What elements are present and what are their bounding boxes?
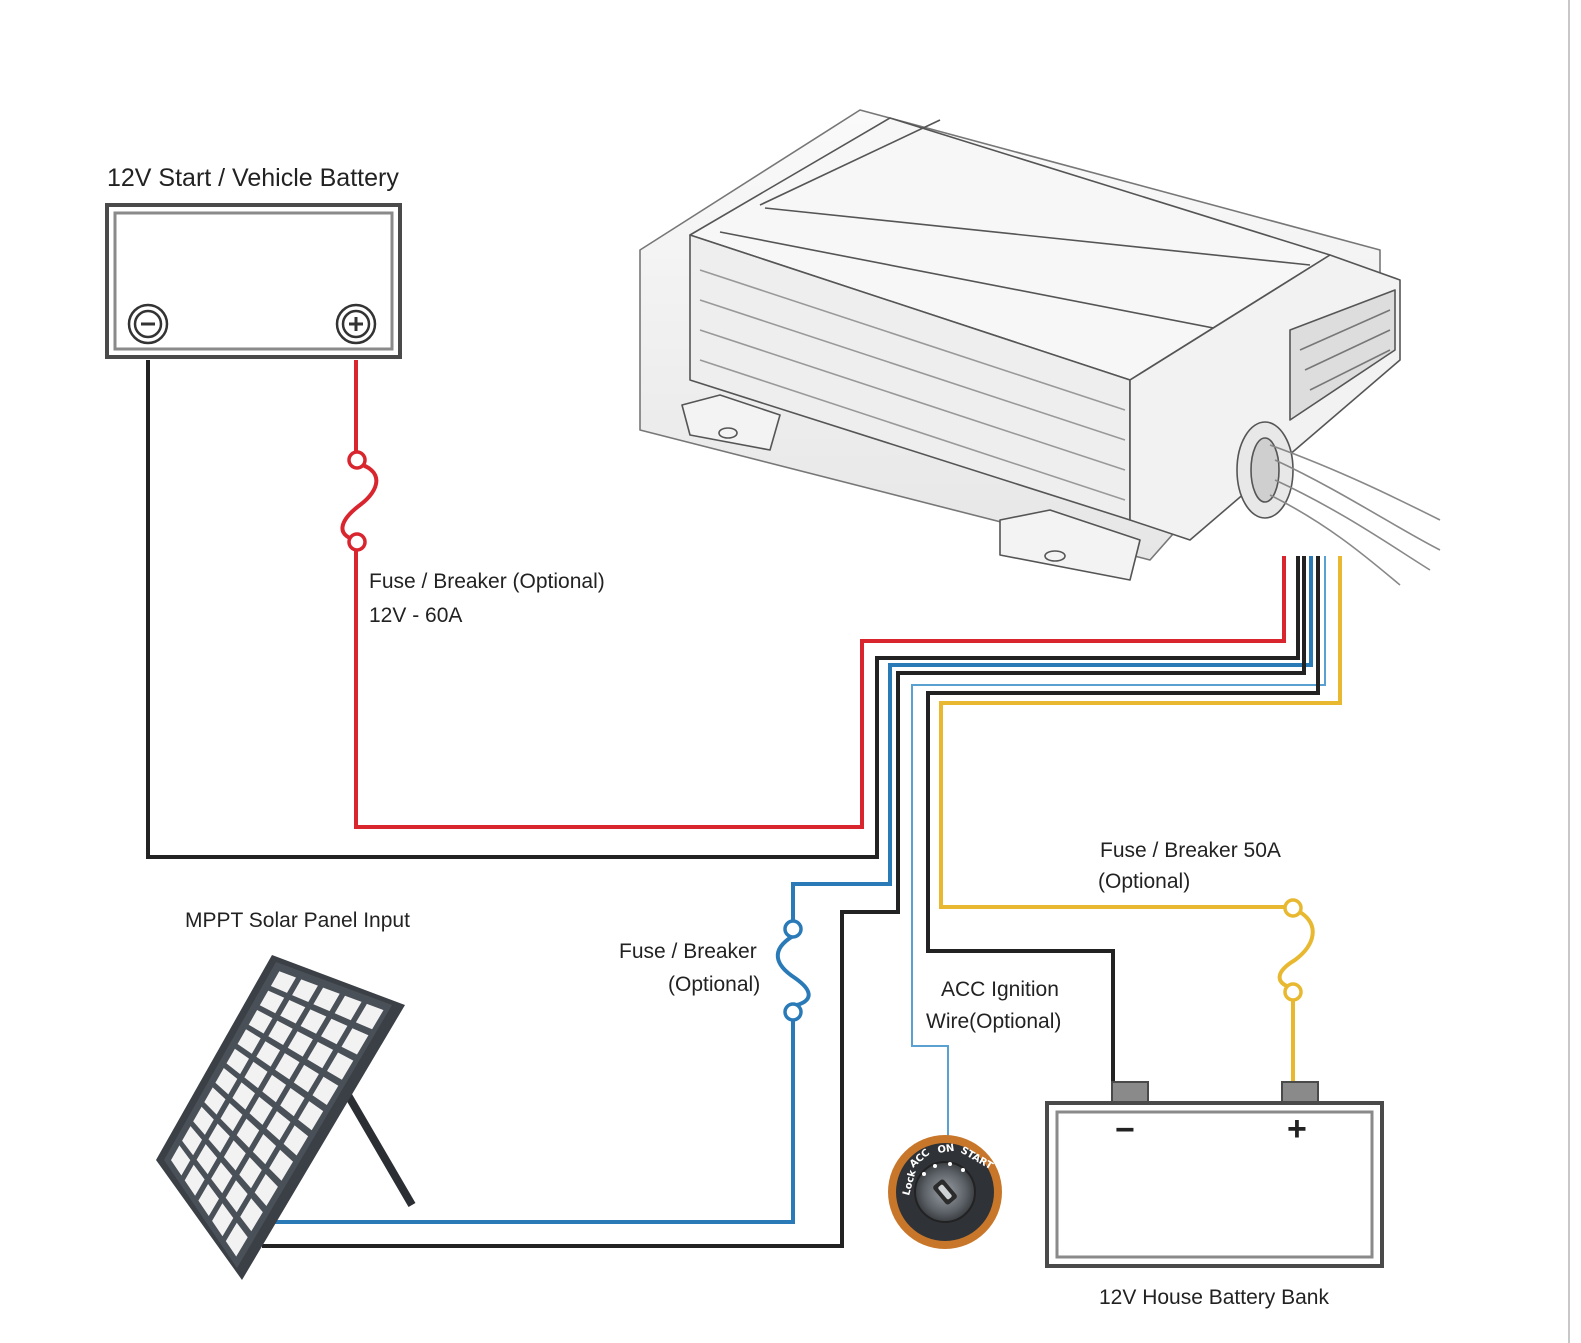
- house-negative-wire: [926, 556, 1320, 1085]
- solar-panel-icon: [156, 955, 416, 1280]
- solar-cell: [249, 1096, 273, 1125]
- solar-cell: [280, 1088, 305, 1117]
- fuse-60a-label-line2: 12V - 60A: [369, 604, 463, 627]
- solar-cell: [198, 1184, 219, 1216]
- solar-cell: [244, 1061, 268, 1089]
- house-negative-symbol: −: [1115, 1111, 1135, 1149]
- acc-ignition-label-line1: ACC Ignition: [941, 978, 1059, 1001]
- solar-cell: [208, 1123, 230, 1153]
- vehicle-battery-icon: [105, 203, 402, 359]
- house-battery-label: 12V House Battery Bank: [1099, 1286, 1329, 1309]
- solar-cell: [256, 1041, 281, 1067]
- solar-cell: [215, 1068, 238, 1095]
- vehicle-positive-terminal-icon: [335, 303, 377, 345]
- vehicle-negative-terminal-icon: [127, 303, 169, 345]
- ignition-switch-icon: Lock ACC ON START: [888, 1135, 1002, 1249]
- solar-cell: [300, 1009, 327, 1034]
- solar-cell: [355, 1003, 384, 1030]
- solar-cell: [223, 1140, 246, 1171]
- solar-cell: [254, 1174, 278, 1206]
- solar-positive-wire: [791, 556, 1313, 921]
- house-positive-symbol: +: [1287, 1110, 1307, 1148]
- solar-cell: [184, 1164, 205, 1196]
- house-fuse-icon: [1277, 910, 1315, 990]
- solar-cell: [270, 971, 296, 993]
- solar-cell: [171, 1145, 191, 1176]
- solar-cell: [269, 1149, 293, 1181]
- solar-cell: [334, 995, 362, 1021]
- solar-cell: [226, 1048, 249, 1075]
- fuse-50a-label-line2: (Optional): [1098, 870, 1191, 893]
- ignition-position-on: ON: [937, 1143, 955, 1156]
- solar-cell: [204, 1087, 226, 1115]
- solar-cell: [268, 1020, 293, 1045]
- solar-cell: [252, 1134, 277, 1165]
- solar-cell: [196, 1144, 218, 1175]
- solar-cell: [312, 1076, 339, 1105]
- solar-cell: [240, 1198, 263, 1232]
- solar-cell: [211, 1162, 233, 1194]
- solar-cell: [237, 1029, 261, 1054]
- dc-dc-charger-illustration: [639, 109, 1441, 586]
- solar-cell: [321, 1018, 348, 1045]
- solar-cell: [220, 1103, 243, 1132]
- solar-cell: [248, 1010, 273, 1034]
- solar-cell: [341, 1028, 369, 1055]
- fuse-solar-label-line2: (Optional): [668, 973, 761, 996]
- solar-cell: [327, 1052, 354, 1080]
- solar-cells: [171, 971, 384, 1257]
- solar-cell: [232, 1082, 255, 1110]
- solar-cell: [225, 1222, 248, 1257]
- solar-cell: [280, 1000, 306, 1024]
- solar-cell: [212, 1203, 234, 1237]
- solar-cell: [307, 1041, 334, 1069]
- house-battery-icon: [1045, 1081, 1384, 1268]
- fuse-50a-label-line1: Fuse / Breaker 50A: [1100, 839, 1281, 862]
- solar-negative-wire: [262, 556, 1306, 1248]
- fuse-solar-label-line1: Fuse / Breaker: [619, 940, 757, 963]
- solar-input-label: MPPT Solar Panel Input: [185, 909, 410, 932]
- solar-cell: [283, 1125, 309, 1156]
- solar-cell: [193, 1106, 214, 1135]
- solar-cell: [262, 1074, 287, 1103]
- solar-cell: [292, 979, 318, 1002]
- vehicle-fuse-icon: [340, 461, 379, 542]
- fuse-60a-label-line1: Fuse / Breaker (Optional): [369, 570, 605, 593]
- solar-cell: [287, 1031, 313, 1057]
- vehicle-battery-label: 12V Start / Vehicle Battery: [107, 164, 399, 192]
- solar-cell: [225, 1180, 248, 1213]
- solar-cell: [275, 1053, 300, 1080]
- solar-cell: [182, 1126, 202, 1156]
- solar-cell: [298, 1101, 324, 1131]
- solar-cell: [293, 1064, 319, 1093]
- solar-cell: [236, 1118, 260, 1148]
- solar-fuse-icon: [775, 934, 811, 1008]
- acc-ignition-label-line2: Wire(Optional): [926, 1010, 1062, 1033]
- house-positive-wire: [939, 556, 1342, 909]
- acc-ignition-wire: [911, 556, 1326, 1140]
- solar-cell: [266, 1111, 291, 1141]
- solar-cell: [239, 1157, 262, 1189]
- solar-cell: [259, 990, 285, 1014]
- vehicle-negative-wire: [146, 360, 1300, 859]
- solar-cell: [313, 987, 340, 1012]
